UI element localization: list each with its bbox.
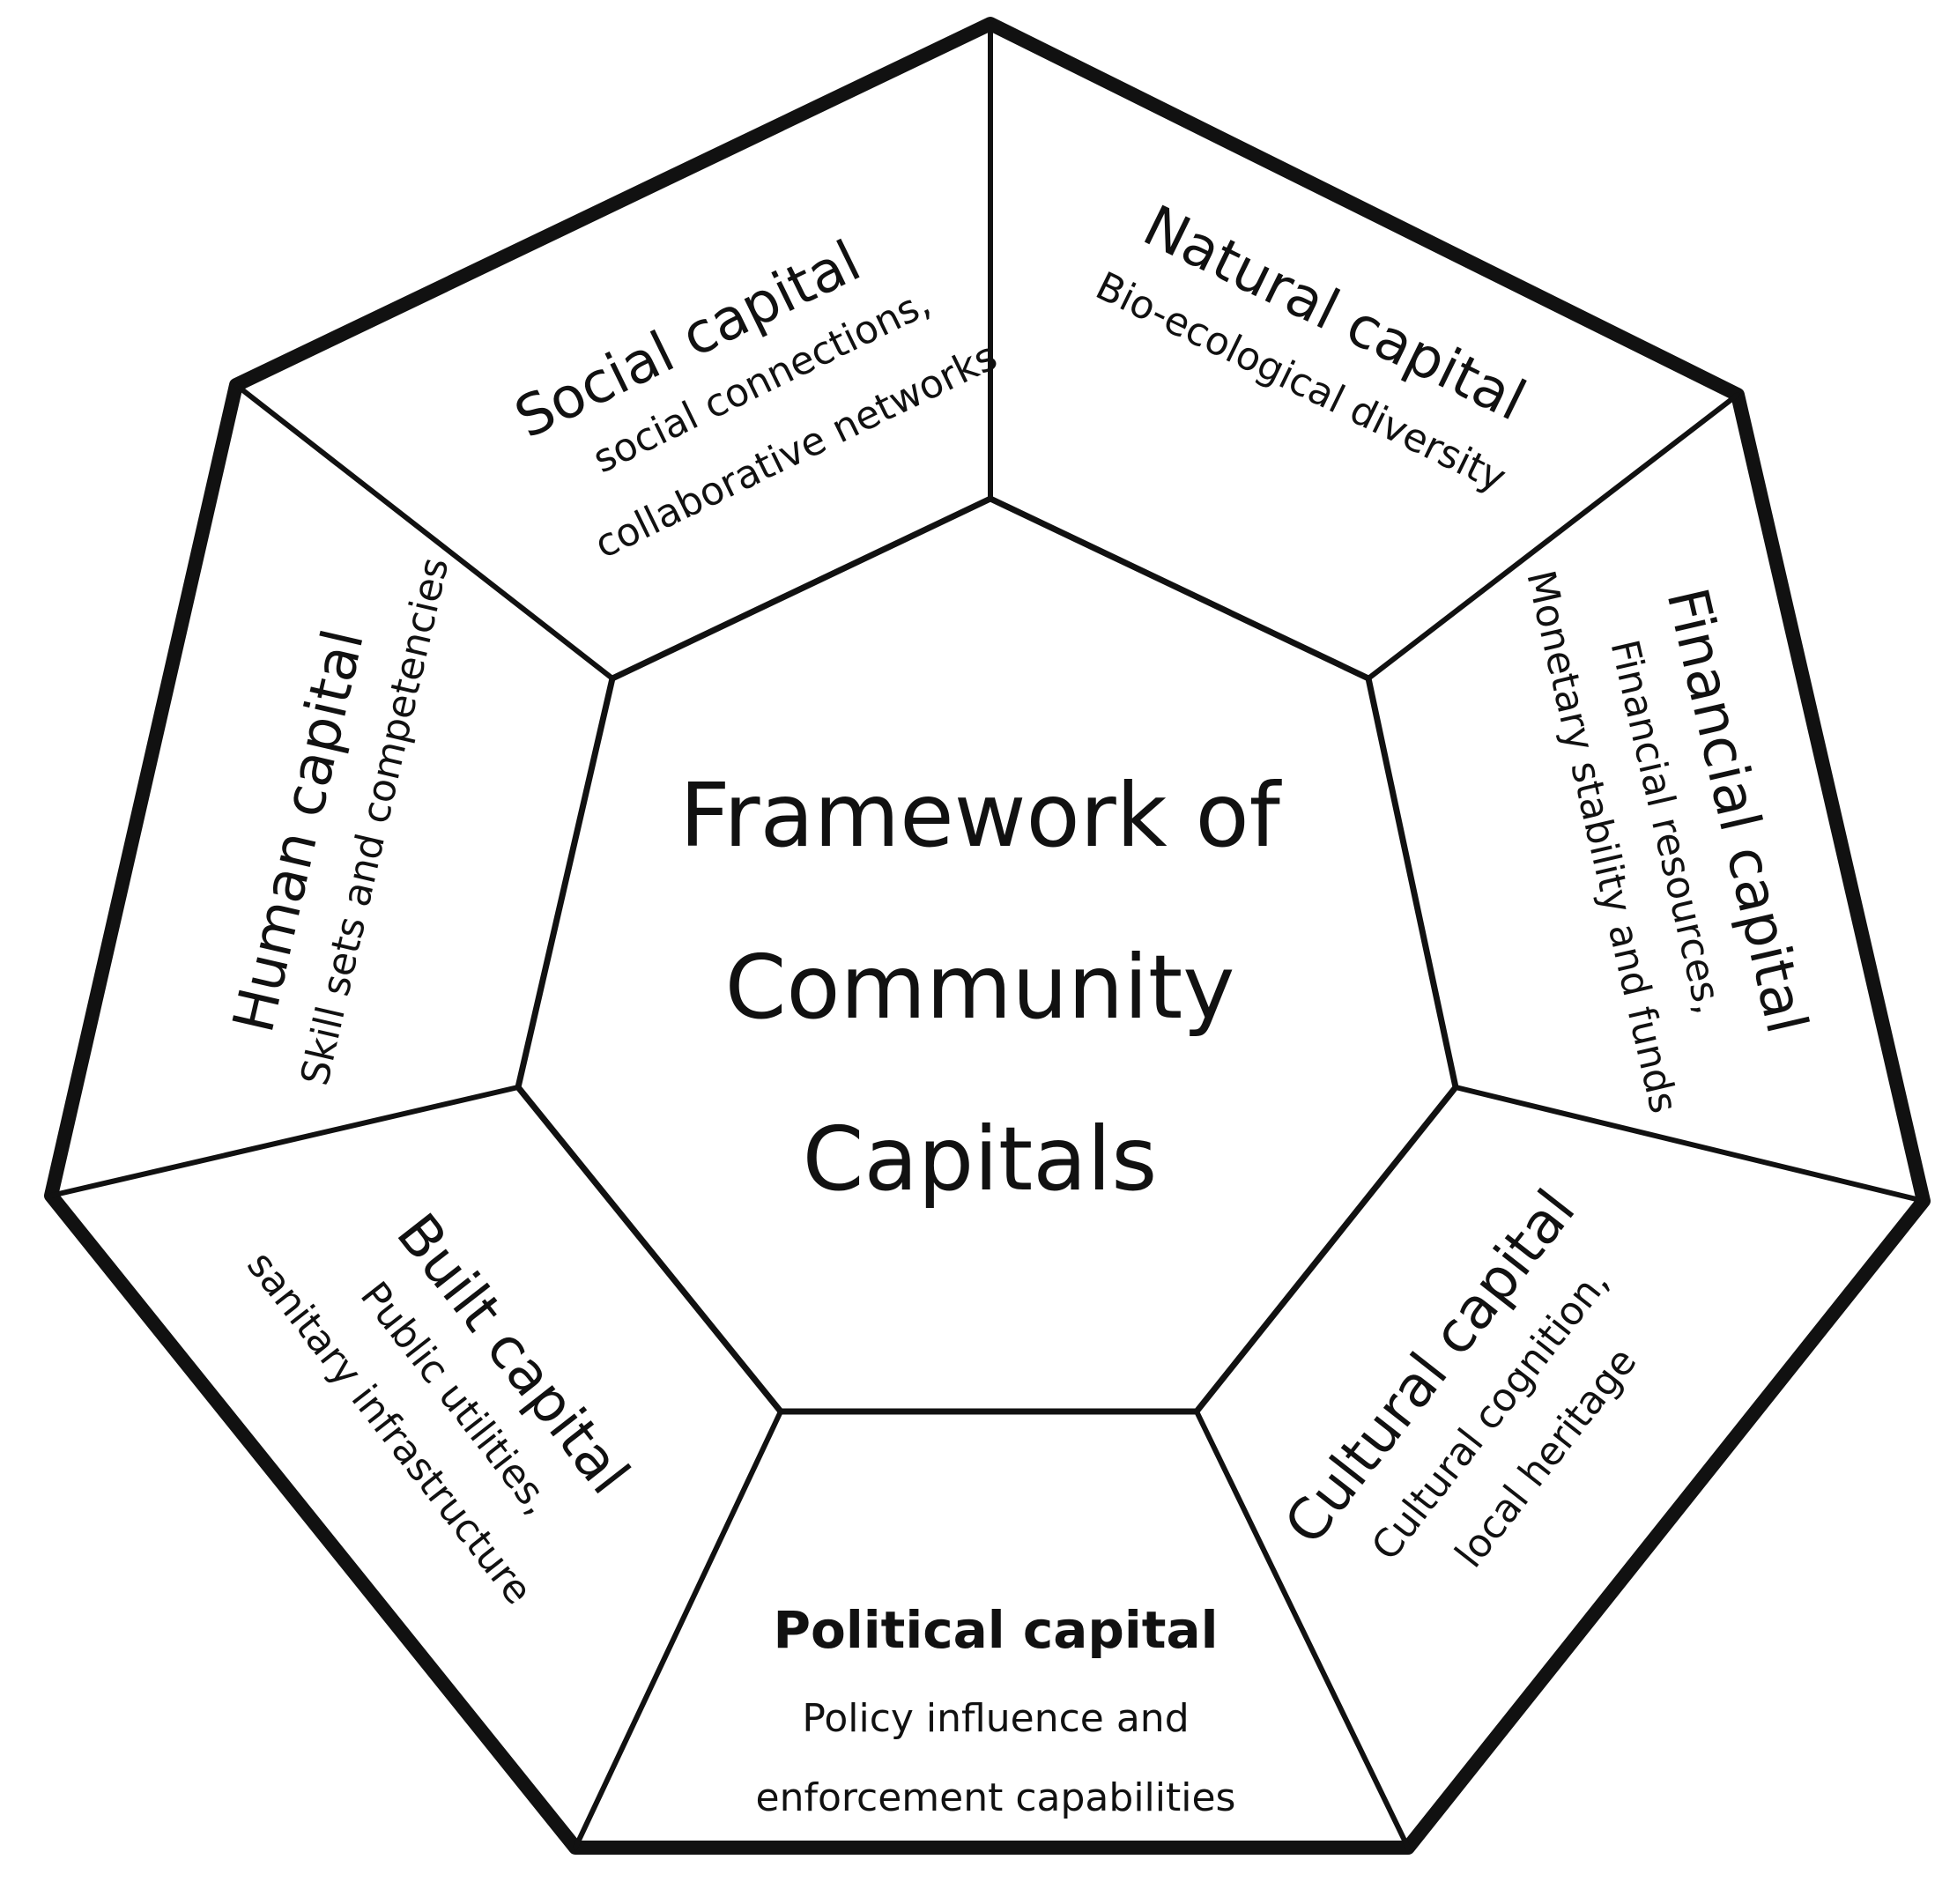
center-title-line: Community: [725, 936, 1235, 1039]
divider-line: [48, 1085, 521, 1198]
segment-human-capital: Human capital Skill sets and competencie…: [221, 553, 457, 1089]
segment-built-capital: Built capital Public utilities, sanitary…: [238, 1202, 641, 1612]
segment-description: enforcement capabilities: [756, 1775, 1236, 1820]
divider-line: [1453, 1085, 1926, 1204]
center-title: Framework of Community Capitals: [679, 764, 1283, 1211]
divider-line: [1194, 1409, 1411, 1850]
segment-social-capital: Social capital social connections, colla…: [506, 229, 1004, 568]
divider-line: [573, 1409, 783, 1850]
segment-political-capital: Political capital Policy influence and e…: [756, 1600, 1236, 1820]
segment-title: Political capital: [774, 1600, 1219, 1660]
divider-line: [1366, 392, 1740, 681]
divider-line: [234, 382, 615, 681]
segment-natural-capital: Natural capital Bio-ecological diversity: [1089, 194, 1536, 501]
center-title-line: Capitals: [803, 1108, 1158, 1211]
inner-heptagon: [515, 495, 1459, 1415]
center-title-line: Framework of: [679, 764, 1283, 867]
outer-heptagon: [44, 17, 1931, 1855]
segment-description: Policy influence and: [802, 1696, 1189, 1741]
